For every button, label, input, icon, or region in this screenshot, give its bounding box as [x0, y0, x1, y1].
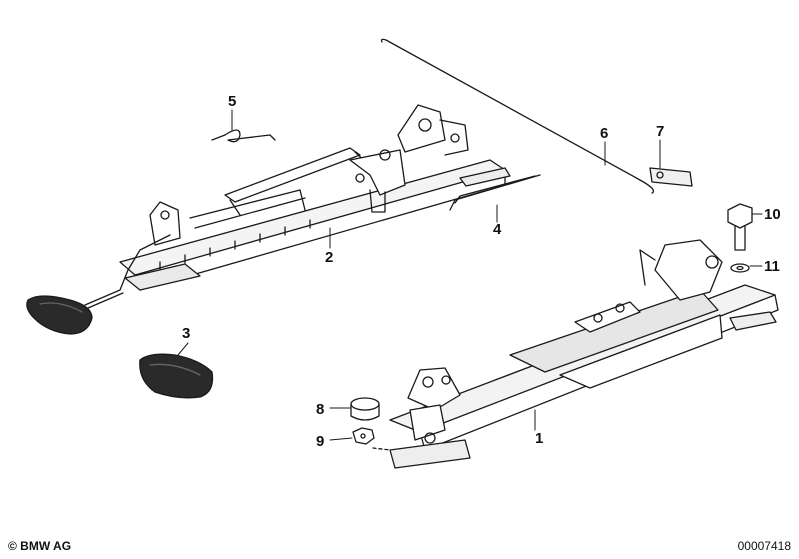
part-1-lower-rail-assembly	[389, 239, 779, 469]
leader-9	[329, 437, 353, 441]
leader-3	[177, 342, 189, 356]
callout-8: 8	[316, 401, 324, 418]
part-2-upper-rail-assembly	[26, 104, 511, 335]
part-11-washer	[730, 263, 750, 273]
part-6-long-rod	[380, 38, 655, 194]
copyright-label: © BMW AG	[8, 539, 72, 553]
callout-4: 4	[493, 221, 502, 238]
callout-11: 11	[764, 258, 780, 275]
callout-6: 6	[600, 125, 608, 142]
callout-9: 9	[316, 433, 324, 450]
part-8-rubber-cap	[350, 397, 380, 421]
callout-7: 7	[656, 123, 664, 140]
callout-labels: 1 2 3 4 5 6 7 8 9 10 11	[182, 93, 781, 450]
part-7-small-clip	[649, 167, 693, 187]
part-9-hex-nut	[352, 427, 391, 451]
part-10-hex-bolt	[727, 203, 753, 251]
callout-3: 3	[182, 325, 190, 342]
callout-5: 5	[228, 93, 236, 110]
callout-2: 2	[325, 249, 333, 266]
part-5-spring-clip	[211, 129, 276, 143]
part-4-wire-bracket	[449, 174, 541, 211]
part-3-handle-knob	[139, 353, 214, 399]
document-number: 00007418	[737, 539, 791, 553]
leader-lines	[177, 109, 763, 441]
callout-1: 1	[535, 430, 543, 447]
callout-10: 10	[764, 206, 781, 223]
